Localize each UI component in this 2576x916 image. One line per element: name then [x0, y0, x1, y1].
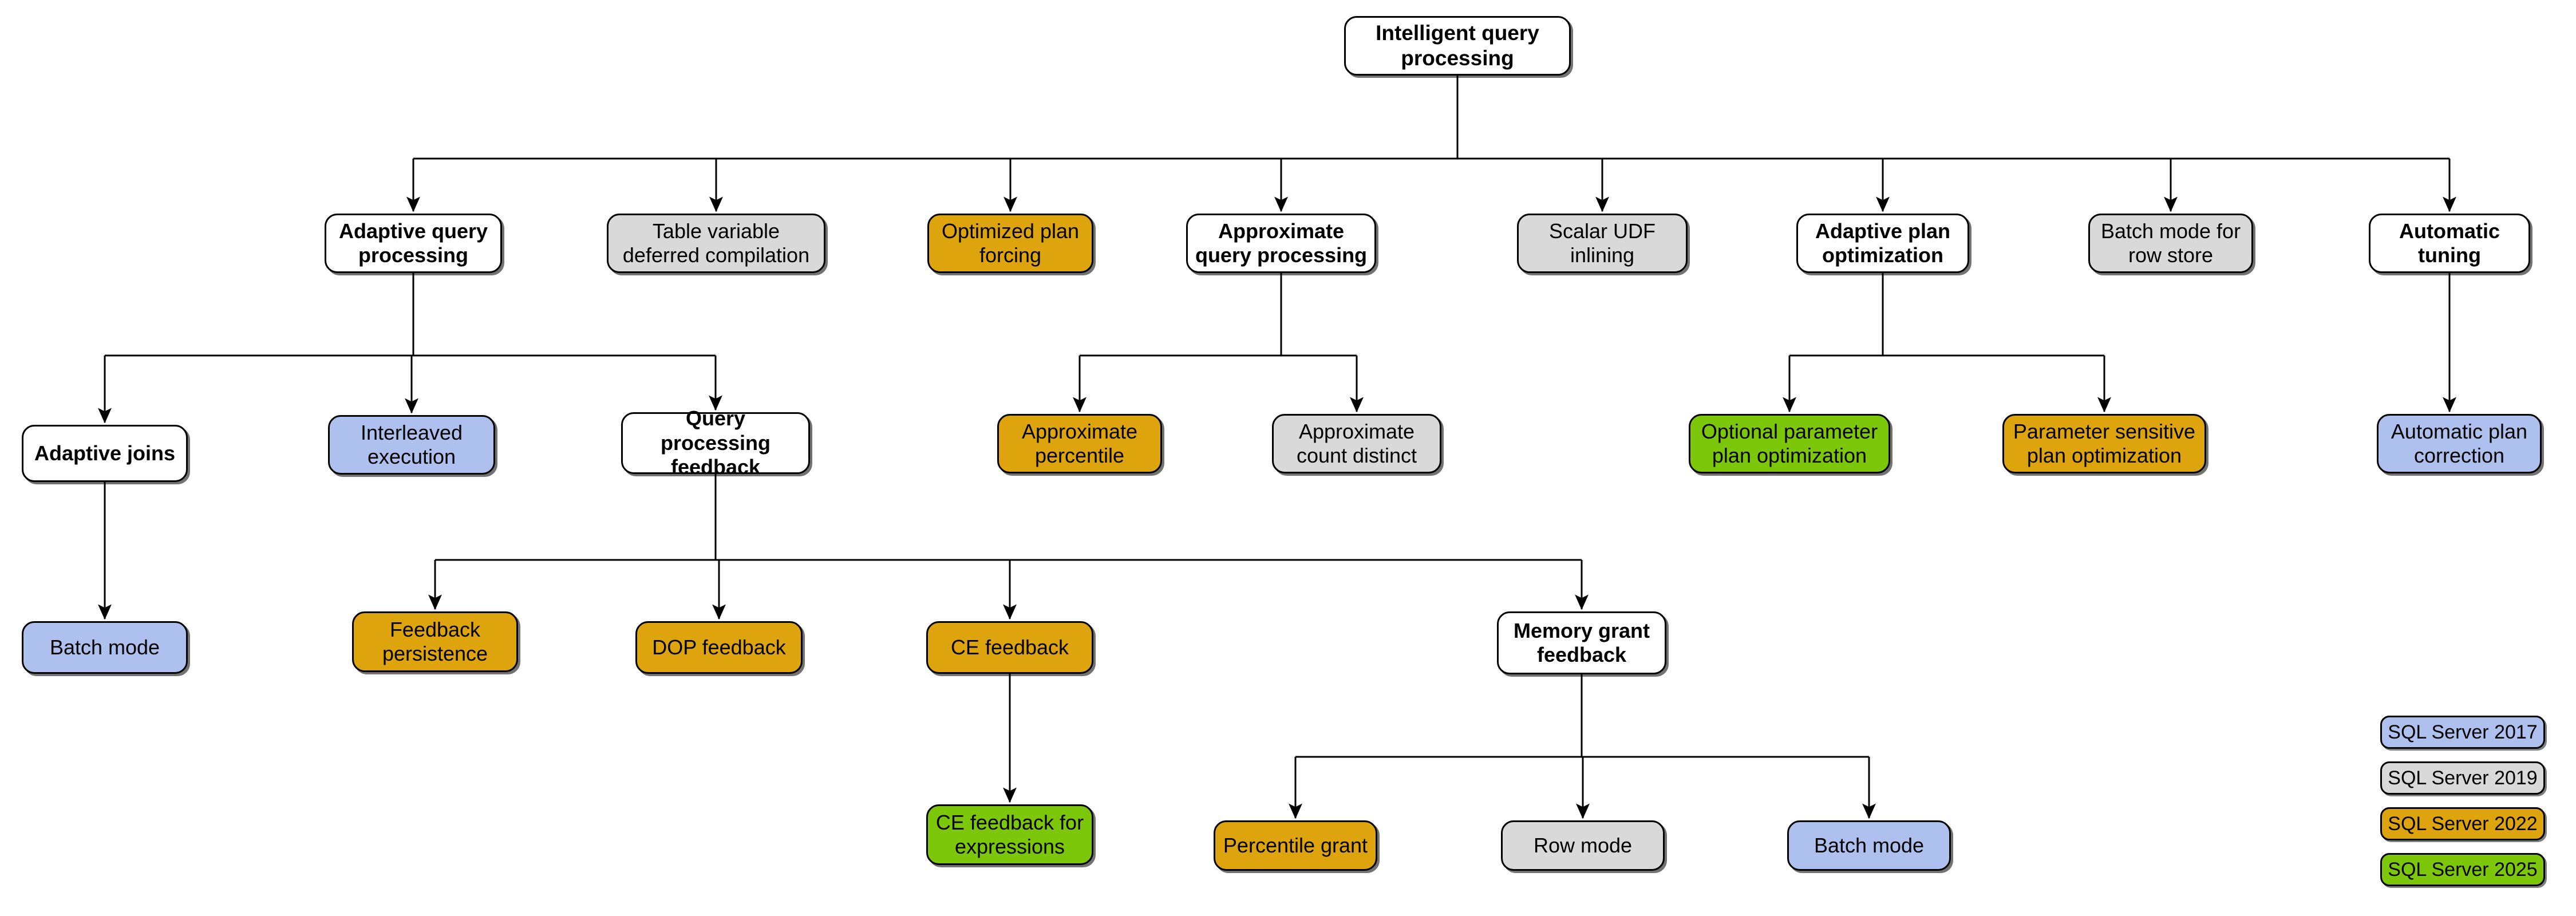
node-autotune[interactable]: Automatic tuning	[2369, 214, 2530, 273]
node-root[interactable]: Intelligent query processing	[1344, 16, 1571, 76]
node-label: DOP feedback	[652, 635, 786, 659]
legend-label: SQL Server 2019	[2388, 767, 2538, 789]
node-adjoins[interactable]: Adaptive joins	[22, 425, 188, 482]
node-oppo[interactable]: Optional parameter plan optimization	[1689, 414, 1890, 473]
node-label: Intelligent query processing	[1376, 21, 1539, 70]
node-appct[interactable]: Approximate percentile	[997, 414, 1162, 473]
node-label: Approximate query processing	[1195, 219, 1368, 267]
node-label: Table variable deferred compilation	[622, 219, 810, 267]
node-label: Batch mode	[1814, 833, 1925, 857]
legend-label: SQL Server 2017	[2388, 721, 2538, 743]
legend-2025: SQL Server 2025	[2380, 853, 2545, 886]
node-tvdc[interactable]: Table variable deferred compilation	[607, 214, 825, 273]
node-opf[interactable]: Optimized plan forcing	[927, 214, 1093, 273]
node-qpf[interactable]: Query processing feedback	[621, 406, 810, 479]
node-label: Percentile grant	[1223, 833, 1368, 857]
node-label: Interleaved execution	[360, 420, 463, 468]
legend-2017: SQL Server 2017	[2380, 716, 2545, 749]
node-rowmode[interactable]: Row mode	[1501, 820, 1665, 871]
node-apc[interactable]: Automatic plan correction	[2377, 414, 2542, 473]
node-label: Parameter sensitive plan optimization	[2013, 419, 2196, 467]
node-acd[interactable]: Approximate count distinct	[1272, 414, 1441, 473]
node-label: Approximate count distinct	[1296, 419, 1417, 467]
node-dopfb[interactable]: DOP feedback	[635, 621, 803, 674]
node-bmrs[interactable]: Batch mode for row store	[2088, 214, 2253, 273]
node-label: Batch mode for row store	[2100, 219, 2241, 267]
node-label: Scalar UDF inlining	[1548, 219, 1656, 267]
node-label: Automatic tuning	[2399, 219, 2500, 267]
legend-label: SQL Server 2022	[2388, 812, 2538, 835]
node-label: Optional parameter plan optimization	[1701, 419, 1878, 467]
legend-2022: SQL Server 2022	[2380, 807, 2545, 840]
node-pspo[interactable]: Parameter sensitive plan optimization	[2002, 414, 2206, 473]
node-label: Adaptive joins	[34, 441, 176, 465]
node-label: Adaptive query processing	[338, 219, 488, 267]
node-label: Query processing feedback	[660, 406, 771, 479]
node-label: Batch mode	[49, 635, 160, 659]
node-label: Row mode	[1533, 833, 1633, 857]
node-interleave[interactable]: Interleaved execution	[328, 415, 495, 475]
node-cefb[interactable]: CE feedback	[926, 621, 1093, 674]
node-fbpersist[interactable]: Feedback persistence	[352, 611, 518, 672]
node-label: Optimized plan forcing	[941, 219, 1080, 267]
node-mgf[interactable]: Memory grant feedback	[1497, 611, 1666, 674]
node-label: Automatic plan correction	[2391, 419, 2528, 467]
node-cefbexpr[interactable]: CE feedback for expressions	[926, 804, 1093, 865]
node-sudf[interactable]: Scalar UDF inlining	[1517, 214, 1688, 273]
node-label: CE feedback for expressions	[935, 810, 1084, 858]
node-aqp[interactable]: Adaptive query processing	[325, 214, 502, 273]
legend-label: SQL Server 2025	[2388, 858, 2538, 881]
legend-2019: SQL Server 2019	[2380, 761, 2545, 795]
node-label: Feedback persistence	[382, 617, 488, 665]
node-batch1[interactable]: Batch mode	[22, 621, 188, 674]
node-label: Approximate percentile	[1021, 419, 1138, 467]
node-label: Adaptive plan optimization	[1815, 219, 1951, 267]
node-label: Memory grant feedback	[1513, 618, 1650, 666]
node-label: CE feedback	[950, 635, 1069, 659]
node-apo[interactable]: Adaptive plan optimization	[1796, 214, 1969, 273]
node-pctgrant[interactable]: Percentile grant	[1214, 820, 1377, 871]
node-batch2[interactable]: Batch mode	[1787, 820, 1951, 871]
node-aqproc[interactable]: Approximate query processing	[1186, 214, 1376, 273]
